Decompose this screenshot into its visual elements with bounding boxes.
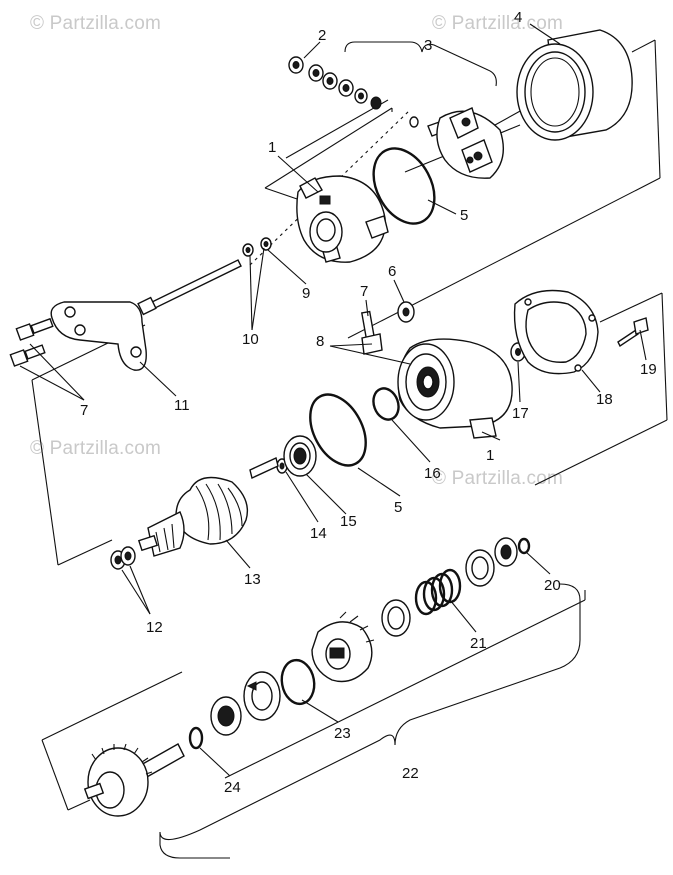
watermark-top-left: © Partzilla.com [30, 13, 162, 34]
watermark-top-right: © Partzilla.com [432, 13, 564, 34]
callout-labels: 1 1 2 3 4 5 5 6 7 7 8 9 10 11 12 13 14 1… [80, 9, 657, 796]
callout-11: 11 [174, 397, 190, 414]
callout-5-lower: 5 [394, 499, 402, 516]
callout-17: 17 [512, 405, 529, 422]
callout-8: 8 [316, 333, 324, 350]
callout-24: 24 [224, 779, 241, 796]
watermark-mid-left: © Partzilla.com [30, 438, 162, 459]
bolts-left [9, 317, 54, 367]
callout-19: 19 [640, 361, 657, 378]
watermark-mid-right: © Partzilla.com [432, 468, 564, 489]
callout-10: 10 [242, 331, 259, 348]
callout-20: 20 [544, 577, 561, 594]
callout-12: 12 [146, 619, 163, 636]
callout-6: 6 [388, 263, 396, 280]
clutch-spring-set [381, 537, 531, 637]
callout-1-lower: 1 [486, 447, 494, 464]
callout-4: 4 [514, 9, 522, 26]
callout-21: 21 [470, 635, 487, 652]
mounting-bracket [50, 301, 147, 371]
bracket-22 [159, 583, 581, 859]
callout-23: 23 [334, 725, 351, 742]
bearing-parts [276, 435, 317, 477]
front-housing [397, 338, 513, 439]
cover-plate-parts [510, 289, 649, 375]
shims-12 [110, 546, 136, 570]
callout-13: 13 [244, 571, 261, 588]
washer-9 [260, 237, 272, 251]
pinion-assembly [83, 611, 375, 817]
callout-16: 16 [424, 465, 441, 482]
callout-3: 3 [424, 37, 432, 54]
washer-stack [288, 56, 382, 110]
o-ring-lower [309, 393, 367, 467]
rear-end-cover [296, 175, 389, 263]
yoke-housing [516, 29, 633, 141]
callout-9: 9 [302, 285, 310, 302]
armature [137, 457, 279, 557]
callout-18: 18 [596, 391, 613, 408]
callout-5-upper: 5 [460, 207, 468, 224]
o-ring-16 [372, 387, 400, 421]
o-ring-upper [372, 147, 436, 225]
frame-lines [31, 39, 668, 811]
callout-7-left: 7 [80, 402, 88, 419]
callout-1-upper: 1 [268, 139, 276, 156]
bracket-3 [344, 41, 497, 87]
leader-lines [19, 23, 647, 777]
callout-7-center: 7 [360, 283, 368, 300]
callout-15: 15 [340, 513, 357, 530]
through-bolt [137, 243, 254, 316]
callout-2: 2 [318, 27, 326, 44]
callout-22: 22 [402, 765, 419, 782]
terminal-hardware [360, 301, 415, 355]
brush-holder [409, 107, 504, 179]
callout-14: 14 [310, 525, 327, 542]
